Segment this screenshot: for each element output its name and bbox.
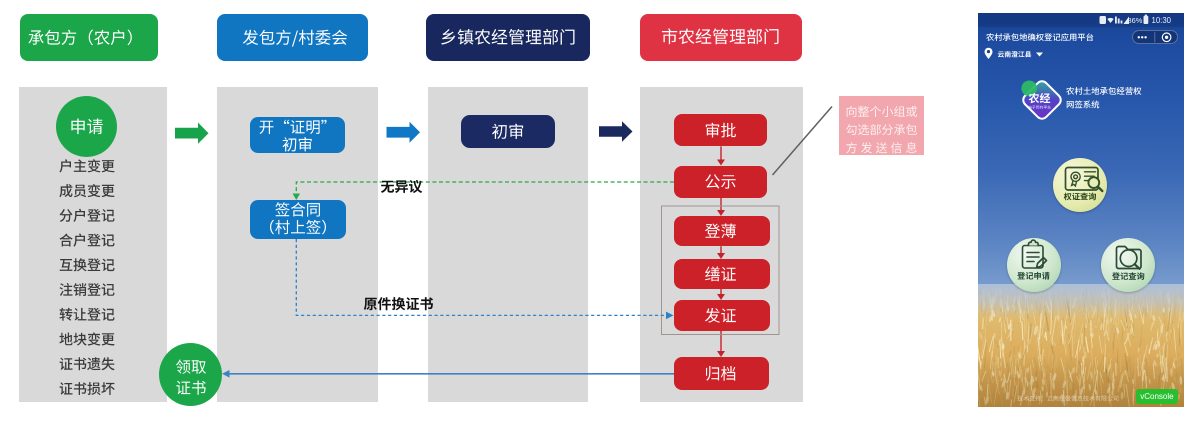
svg-text:86%: 86% (1128, 16, 1143, 25)
svg-text:10:30: 10:30 (1152, 16, 1172, 25)
